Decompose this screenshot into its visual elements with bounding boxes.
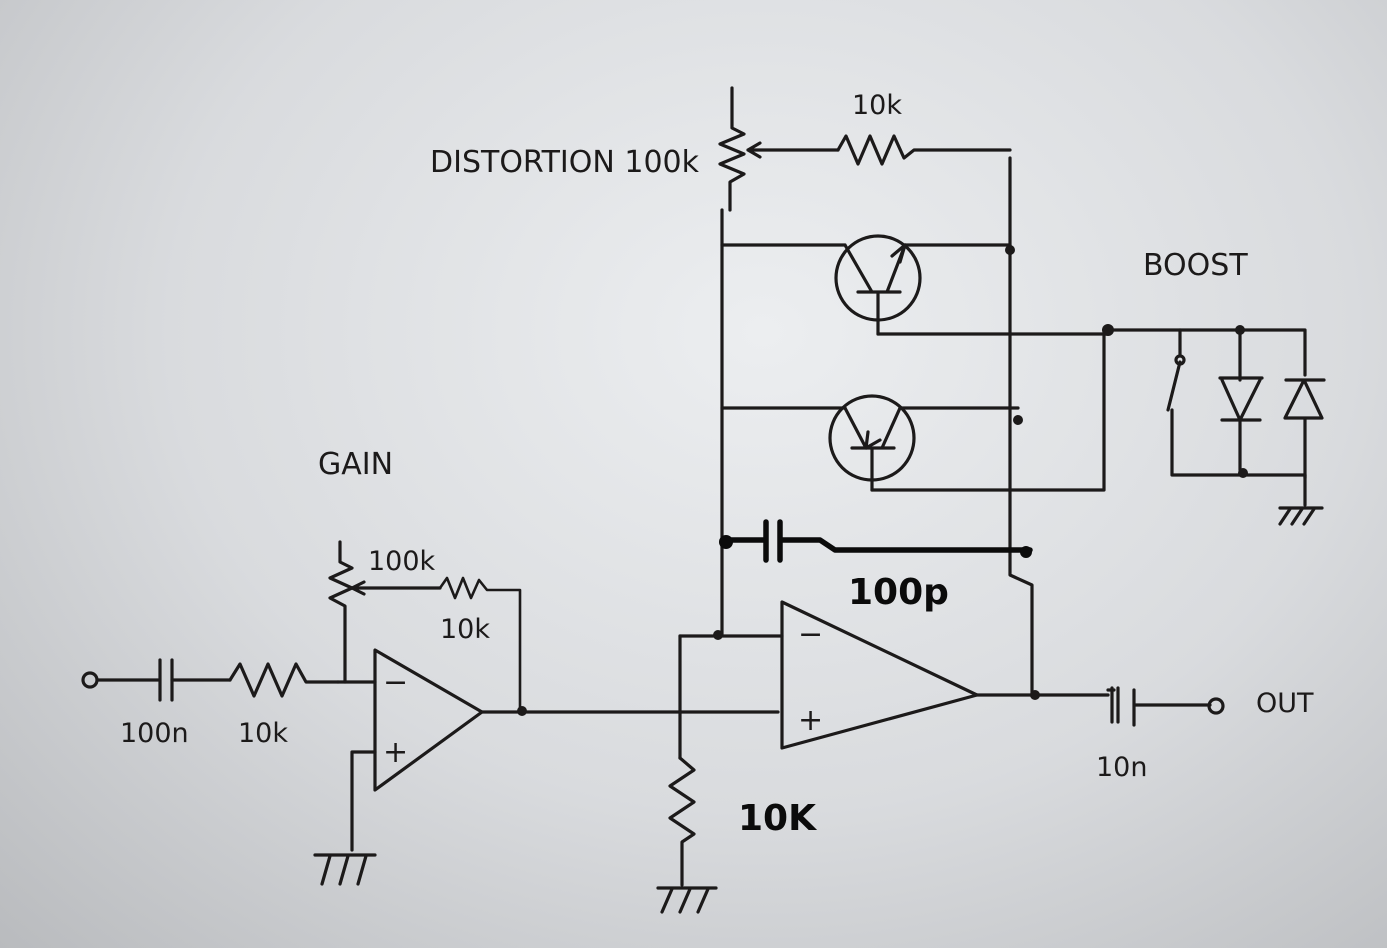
ground-resistor-label: 10K — [738, 798, 817, 839]
diode-2 — [1283, 378, 1326, 480]
ground-symbol-stage2 — [656, 886, 718, 914]
gain-opamp — [373, 648, 484, 792]
junction-t1-right — [1005, 245, 1015, 255]
junction-stage1-output — [517, 706, 527, 716]
junction-boost-bottom — [1238, 468, 1248, 478]
transistor-1 — [834, 234, 922, 336]
wire-right-rail — [1008, 156, 1034, 697]
output-cap-label: 10n — [1096, 752, 1147, 783]
gain-pot-wiper-arrow — [350, 580, 442, 596]
feedback-capacitor-label: 100p — [848, 572, 949, 613]
feedback-capacitor — [719, 519, 1033, 563]
distortion-opamp-noninverting-sign: + — [798, 703, 823, 738]
output-label: OUT — [1256, 688, 1314, 719]
gain-feedback-resistor — [438, 576, 522, 712]
wire-boost-top — [1106, 328, 1307, 377]
gain-opamp-inverting-sign: − — [383, 665, 408, 700]
gain-label: GAIN — [318, 447, 393, 482]
input-terminal — [81, 671, 99, 689]
boost-label: BOOST — [1143, 248, 1248, 283]
distortion-opamp-inverting-sign: − — [798, 617, 823, 652]
diode-1 — [1218, 328, 1264, 472]
input-resistor-label: 10k — [238, 718, 288, 749]
distortion-feedback-resistor-label: 10k — [852, 90, 902, 121]
distortion-opamp — [780, 600, 979, 750]
gain-potentiometer — [328, 540, 354, 684]
distortion-label: DISTORTION 100k — [430, 145, 700, 180]
boost-switch — [1166, 328, 1307, 477]
output-capacitor — [1106, 686, 1212, 727]
junction-output — [1030, 690, 1040, 700]
ground-symbol-boost — [1278, 506, 1324, 526]
wire-t2-base-to-boost — [870, 332, 1106, 492]
gain-feedback-resistor-label: 10k — [440, 614, 490, 645]
input-cap-label: 100n — [120, 718, 189, 749]
gain-opamp-noninverting-sign: + — [383, 735, 408, 770]
junction-t2-right — [1013, 415, 1023, 425]
distortion-feedback-resistor — [836, 134, 1012, 166]
distortion-pot-wiper-arrow — [746, 141, 840, 159]
input-resistor — [228, 662, 340, 698]
ground-symbol-gain — [313, 853, 377, 886]
gain-pot-label: 100k — [368, 546, 436, 577]
wire-noninverting-ground — [350, 750, 377, 852]
transistor-2 — [828, 394, 916, 492]
output-terminal — [1207, 697, 1225, 715]
distortion-potentiometer — [718, 86, 746, 212]
ground-resistor — [668, 756, 696, 887]
input-capacitor — [158, 658, 174, 702]
